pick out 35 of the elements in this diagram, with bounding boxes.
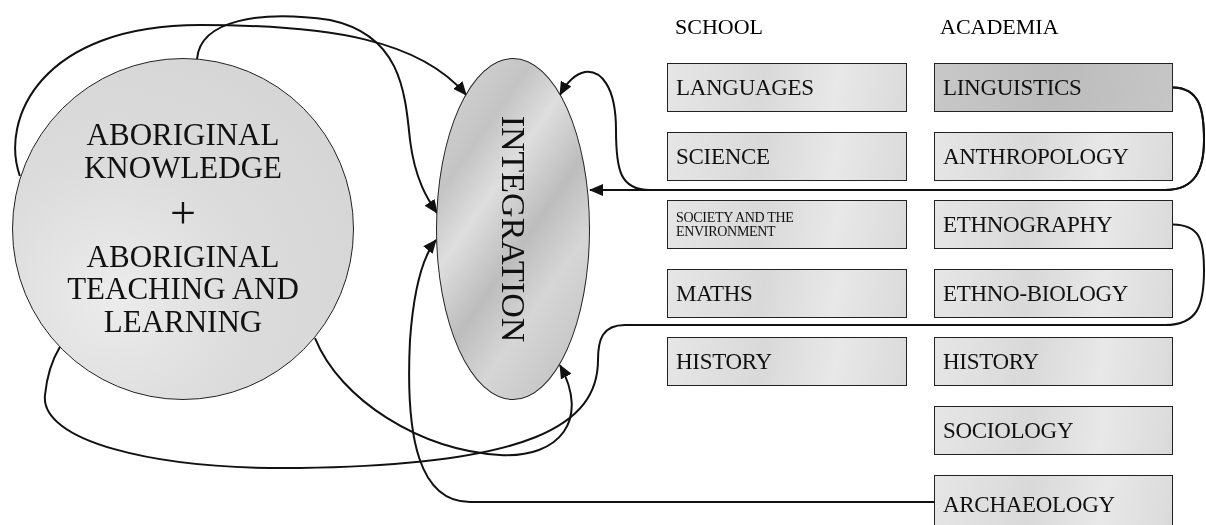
node-label: ETHNOGRAPHY [943,211,1113,238]
node-label: HISTORY [676,348,772,375]
node-label: SOCIETY AND THE ENVIRONMENT [676,210,795,239]
subject-box [667,132,907,181]
vertical-label: INTEGRATION [494,115,532,343]
subject-box [934,132,1173,181]
arrow [589,86,1205,196]
subject-box [934,475,1173,525]
subject-box [934,337,1173,386]
subject-box [667,200,907,249]
arrow [408,238,935,503]
node-label: LINGUISTICS [943,74,1082,101]
node-label: SCIENCE [676,143,770,170]
node-label: ABORIGINAL KNOWLEDGE [83,119,283,185]
subject-box [667,269,907,318]
plus-sign: + [170,188,196,237]
node-label: ARCHAEOLOGY [943,492,1115,518]
subject-box [667,63,907,112]
node-label: ABORIGINAL TEACHING AND LEARNING [66,240,300,339]
node-label: LANGUAGES [676,74,814,101]
subject-box [934,63,1173,112]
connector-line [44,223,1205,469]
column-heading: ACADEMIA [940,14,1059,40]
node-label: ETHNO-BIOLOGY [943,280,1129,307]
node-label: ANTHROPOLOGY [943,143,1129,170]
subject-box [934,269,1173,318]
subject-box [934,406,1173,455]
node-label: MATHS [676,280,753,307]
subject-box [934,200,1173,249]
arrow [314,337,573,456]
node-label: HISTORY [943,348,1039,375]
arrow [14,24,468,177]
column-heading: SCHOOL [675,14,763,40]
node-label: SOCIOLOGY [943,417,1074,444]
subject-box [667,337,907,386]
